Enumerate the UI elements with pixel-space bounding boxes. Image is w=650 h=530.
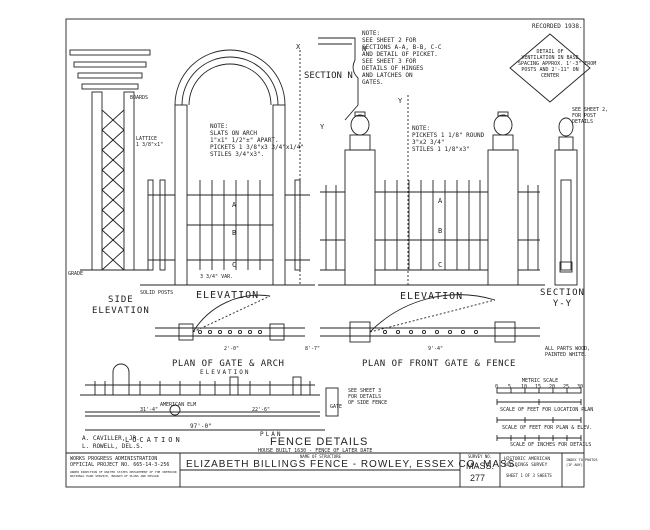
letter-a-2: A	[438, 197, 443, 205]
ventilation-note-diamond	[509, 33, 591, 103]
metric-tick-30: 30	[577, 384, 584, 390]
wpa-credit-small: UNDER DIRECTION OF UNITED STATES DEPARTM…	[70, 470, 177, 478]
elevation-label-1: ELEVATION	[196, 290, 260, 301]
section-n-profile	[318, 37, 359, 121]
letter-b-2: B	[438, 227, 443, 235]
dim-31: 31'-4"	[140, 407, 159, 413]
plan-gate-arch-label: PLAN OF GATE & ARCH	[172, 359, 285, 369]
scale-feet-detail: SCALE OF FEET FOR PLAN & ELEV.	[502, 425, 593, 431]
survey-label: SURVEY NO.	[468, 454, 493, 459]
letter-x: X	[296, 43, 301, 51]
section-yy-label: SECTION Y-Y	[540, 288, 585, 309]
location-label: LOCATION	[125, 436, 183, 444]
metric-tick-25: 25	[563, 384, 570, 390]
arch-gate-elevation	[140, 49, 315, 286]
pickets-note: NOTE: PICKETS 1 1/8" ROUND 3"x2 3/4" STI…	[412, 125, 485, 153]
scale-bars	[496, 387, 582, 441]
metric-tick-20: 20	[549, 384, 556, 390]
post-details-note: SEE SHEET 2, FOR POST DETAILS	[572, 107, 609, 125]
paint-note: ALL PARTS WOOD, PAINTED WHITE.	[545, 346, 591, 358]
survey-number: 277	[470, 473, 486, 483]
side-fence-note: SEE SHEET 3 FOR DETAILS OF SIDE FENCE	[348, 388, 388, 406]
structure-name: ELIZABETH BILLINGS FENCE - ROWLEY, ESSEX…	[186, 459, 520, 470]
metric-tick-15: 15	[535, 384, 542, 390]
dim-var: 3 3/4" VAR.	[200, 274, 234, 280]
main-title: FENCE DETAILS	[270, 436, 369, 448]
letter-c-2: C	[438, 261, 443, 269]
scale-inches: SCALE OF INCHES FOR DETAILS	[510, 442, 592, 448]
ventilation-note: DETAIL OF VENTILATION IN BASE SPACING AP…	[518, 49, 597, 79]
subtitle: HOUSE BUILT 1630 - FENCE OF LATER DATE	[258, 448, 373, 454]
side-elevation-label: SIDE ELEVATION	[92, 295, 150, 316]
dim-2-0: 2'-0"	[224, 346, 240, 352]
letter-b-1: B	[232, 229, 237, 237]
dim-22: 22'-6"	[252, 407, 271, 413]
letter-c-1: C	[232, 261, 237, 269]
metric-scale-label: METRIC SCALE	[522, 378, 559, 384]
dim-8-7: 8'-7"	[305, 346, 321, 352]
metric-tick-10: 10	[521, 384, 528, 390]
sections-note: NOTE: SEE SHEET 2 FOR SECTIONS A-A, B-B,…	[362, 30, 442, 86]
credit-1: A. CAVILLER, JR.	[82, 435, 140, 442]
sheet-number: SHEET 1 OF 3 SHEETS	[506, 473, 552, 478]
plan-label: PLAN	[260, 431, 283, 438]
letter-a-1: A	[232, 201, 237, 209]
recorded-date: RECORDED 1938.	[532, 23, 583, 30]
metric-tick-0: 0	[495, 384, 499, 390]
front-gate-elevation	[318, 95, 545, 286]
grade-label: GRADE	[68, 271, 84, 277]
boards-label: BOARDS	[130, 95, 149, 101]
plan-front-gate	[320, 294, 540, 343]
solid-posts-label: SOLID POSTS	[140, 290, 174, 296]
american-elm-label: AMERICAN ELM	[160, 402, 197, 408]
metric-tick-5: 5	[508, 384, 512, 390]
lattice-label: LATTICE 1 3/8"x1"	[136, 136, 164, 148]
section-n-label: SECTION N	[304, 71, 353, 81]
sheet-border	[65, 18, 585, 488]
plan-front-gate-label: PLAN OF FRONT GATE & FENCE	[362, 359, 516, 369]
location-elevation	[80, 363, 339, 431]
wpa-credit: WORKS PROGRESS ADMINISTRATION OFFICIAL P…	[70, 456, 170, 468]
survey-state: MASS.	[466, 461, 495, 471]
index-photos: INDEX TO PHOTOS (IF ANY)	[566, 458, 598, 467]
dim-97: 97'-0"	[190, 423, 212, 430]
elevation-label-2: ELEVATION	[400, 291, 464, 302]
letter-y-2: Y	[320, 123, 325, 131]
section-yy-drawing	[554, 117, 578, 286]
structure-label: NAME OF STRUCTURE	[300, 454, 341, 459]
letter-y-1: Y	[398, 97, 403, 105]
arch-note: NOTE: SLATS ON ARCH 1"x1" 1/2"±" APART. …	[210, 123, 304, 158]
location-elevation-label: ELEVATION	[200, 369, 251, 376]
letter-n: N	[362, 45, 367, 53]
gate-label: GATE	[330, 404, 343, 410]
plan-gate-arch	[155, 294, 305, 341]
dim-9-4: 9'-4"	[428, 346, 444, 352]
scale-feet-location: SCALE OF FEET FOR LOCATION PLAN	[500, 407, 594, 413]
credit-2: L. ROWELL, DEL.S.	[82, 443, 144, 450]
side-elevation-drawing	[69, 49, 151, 271]
habs-label: HISTORIC AMERICAN BUILDINGS SURVEY	[504, 457, 551, 468]
